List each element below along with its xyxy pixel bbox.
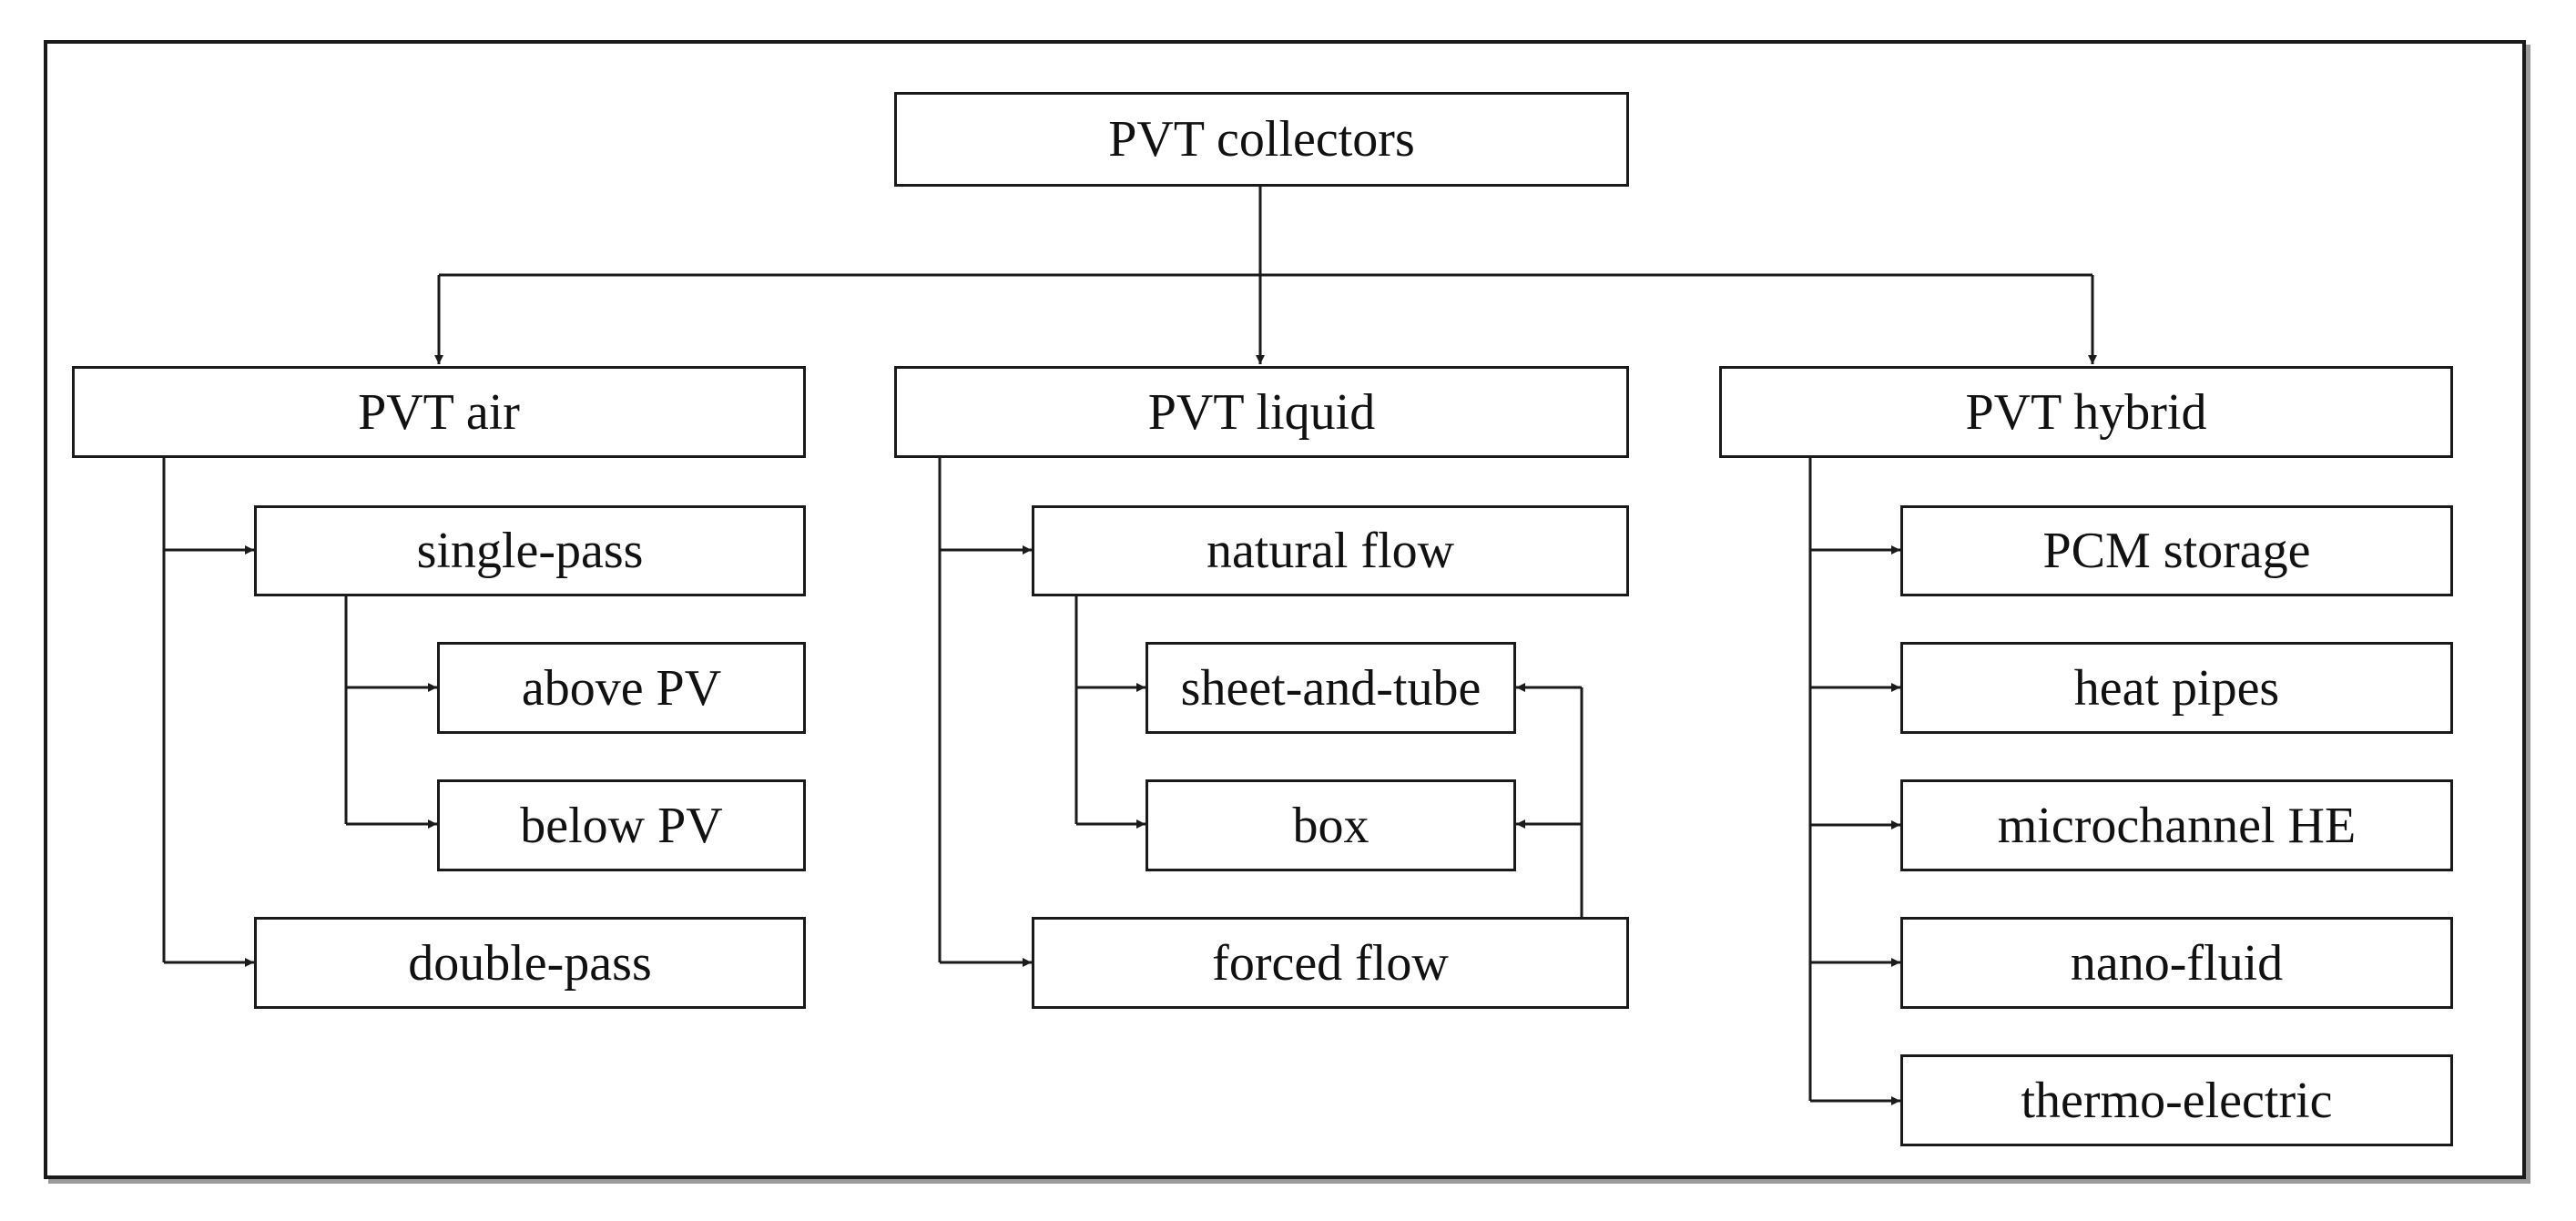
node-single-pass: single-pass xyxy=(254,505,806,596)
node-microchannel-he: microchannel HE xyxy=(1900,779,2453,871)
node-sheet-and-tube: sheet-and-tube xyxy=(1145,642,1516,734)
category-pvt-liquid: PVT liquid xyxy=(894,366,1629,458)
category-pvt-air: PVT air xyxy=(72,366,806,458)
node-below-pv: below PV xyxy=(437,779,806,871)
node-box: box xyxy=(1145,779,1516,871)
node-forced-flow: forced flow xyxy=(1032,917,1629,1009)
root-node: PVT collectors xyxy=(894,92,1629,187)
node-above-pv: above PV xyxy=(437,642,806,734)
node-heat-pipes: heat pipes xyxy=(1900,642,2453,734)
node-pcm-storage: PCM storage xyxy=(1900,505,2453,596)
node-natural-flow: natural flow xyxy=(1032,505,1629,596)
category-pvt-hybrid: PVT hybrid xyxy=(1719,366,2453,458)
node-double-pass: double-pass xyxy=(254,917,806,1009)
node-nano-fluid: nano-fluid xyxy=(1900,917,2453,1009)
node-thermo-electric: thermo-electric xyxy=(1900,1054,2453,1146)
